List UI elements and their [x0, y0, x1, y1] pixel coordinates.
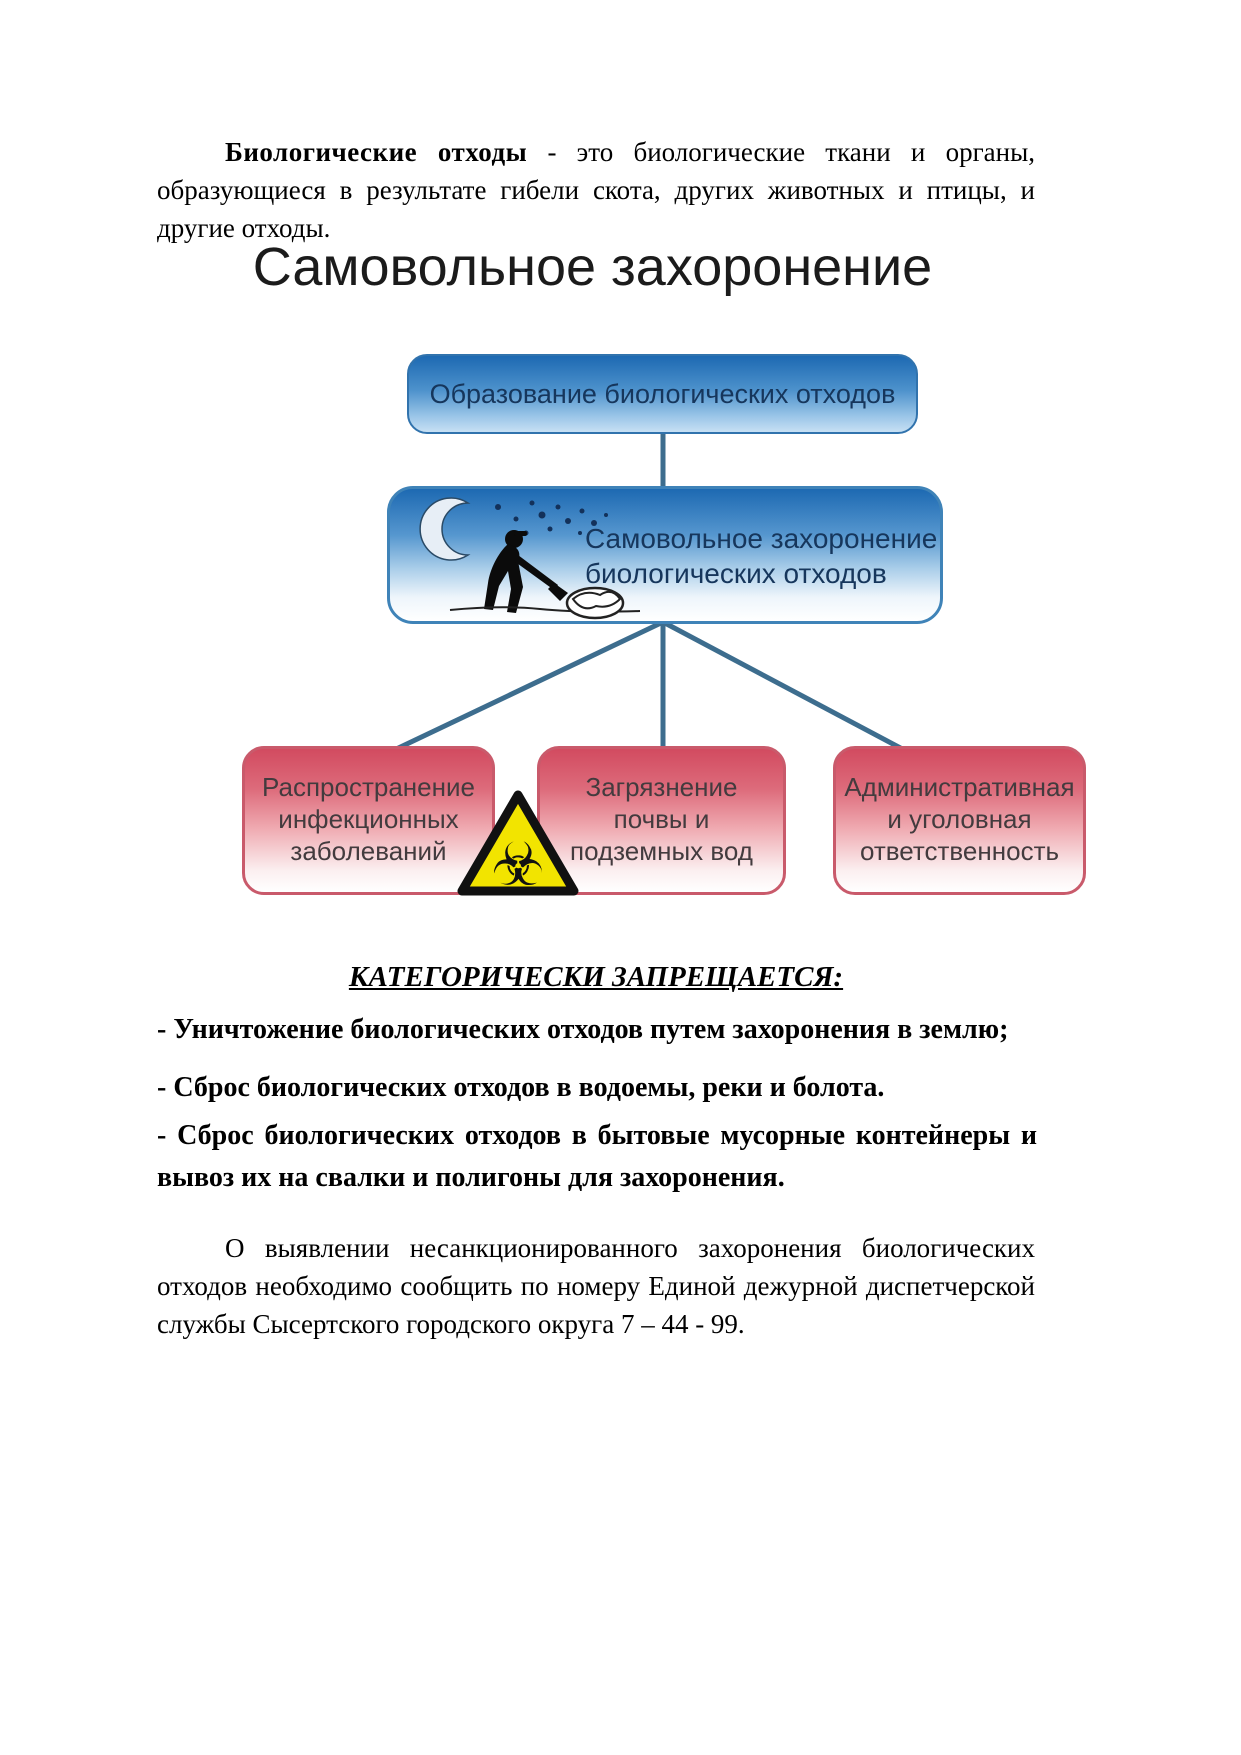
- diagram-box-soil-pollution: Загрязнение почвы и подземных вод: [537, 746, 786, 895]
- report-paragraph: О выявлении несанкционированного захорон…: [157, 1233, 1035, 1339]
- connector-fan-left: [388, 619, 665, 755]
- liability-label: Административная и уголовная ответственн…: [836, 771, 1083, 867]
- biohazard-icon: ☣: [457, 790, 579, 898]
- diagram-box-liability: Административная и уголовная ответственн…: [833, 746, 1086, 895]
- unauthorized-burial-line1: Самовольное захоронение: [585, 523, 938, 554]
- unauthorized-burial-line2: биологических отходов: [585, 558, 887, 589]
- prohibited-item-2: - Сброс биологических отходов в водоемы,…: [157, 1072, 885, 1103]
- outcome-1-line3: подземных вод: [570, 836, 753, 866]
- infection-spread-label: Распространение инфекционных заболеваний: [245, 771, 492, 867]
- outcome-0-line2: инфекционных: [278, 804, 459, 834]
- prohibited-item-1: - Уничтожение биологических отходов путе…: [157, 1014, 1009, 1045]
- carcass-bag: [565, 586, 625, 620]
- outcome-0-line3: заболеваний: [290, 836, 447, 866]
- diagram-box-unauthorized-burial: Самовольное захоронение биологических от…: [387, 486, 943, 624]
- outcome-2-line3: ответственность: [859, 836, 1060, 866]
- digger-silhouette: [484, 530, 568, 613]
- intro-rest: - это биологические ткани и органы, обра…: [157, 137, 1035, 243]
- night-burial-illustration: [419, 497, 641, 620]
- intro-lead-bold: Биологические отходы: [225, 137, 528, 167]
- unauthorized-burial-label: Самовольное захоронение биологических от…: [585, 521, 937, 591]
- prohibited-heading: КАТЕГОРИЧЕСКИ ЗАПРЕЩАЕТСЯ:: [348, 961, 844, 993]
- waste-formation-label: Образование биологических отходов: [429, 378, 896, 409]
- connector-fan-right: [661, 619, 910, 755]
- diagram-title: Самовольное захоронение: [252, 237, 933, 297]
- outcome-1-line1: Загрязнение: [585, 772, 738, 802]
- moon-icon: [419, 497, 471, 561]
- diagram-box-waste-formation: Образование биологических отходов: [407, 354, 918, 434]
- outcome-2-line2: и уголовная: [887, 804, 1032, 834]
- soil-pollution-label: Загрязнение почвы и подземных вод: [540, 771, 783, 867]
- diagram-box-infection-spread: Распространение инфекционных заболеваний: [242, 746, 495, 895]
- outcome-1-line2: почвы и: [613, 804, 710, 834]
- prohibited-item-3: - Сброс биологических отходов в бытовые …: [157, 1120, 1037, 1193]
- biohazard-glyph: ☣: [491, 830, 545, 898]
- intro-paragraph: Биологические отходы - это биологические…: [157, 133, 1035, 247]
- outcome-0-line1: Распространение: [262, 772, 475, 802]
- outcome-2-line1: Административная: [844, 772, 1075, 802]
